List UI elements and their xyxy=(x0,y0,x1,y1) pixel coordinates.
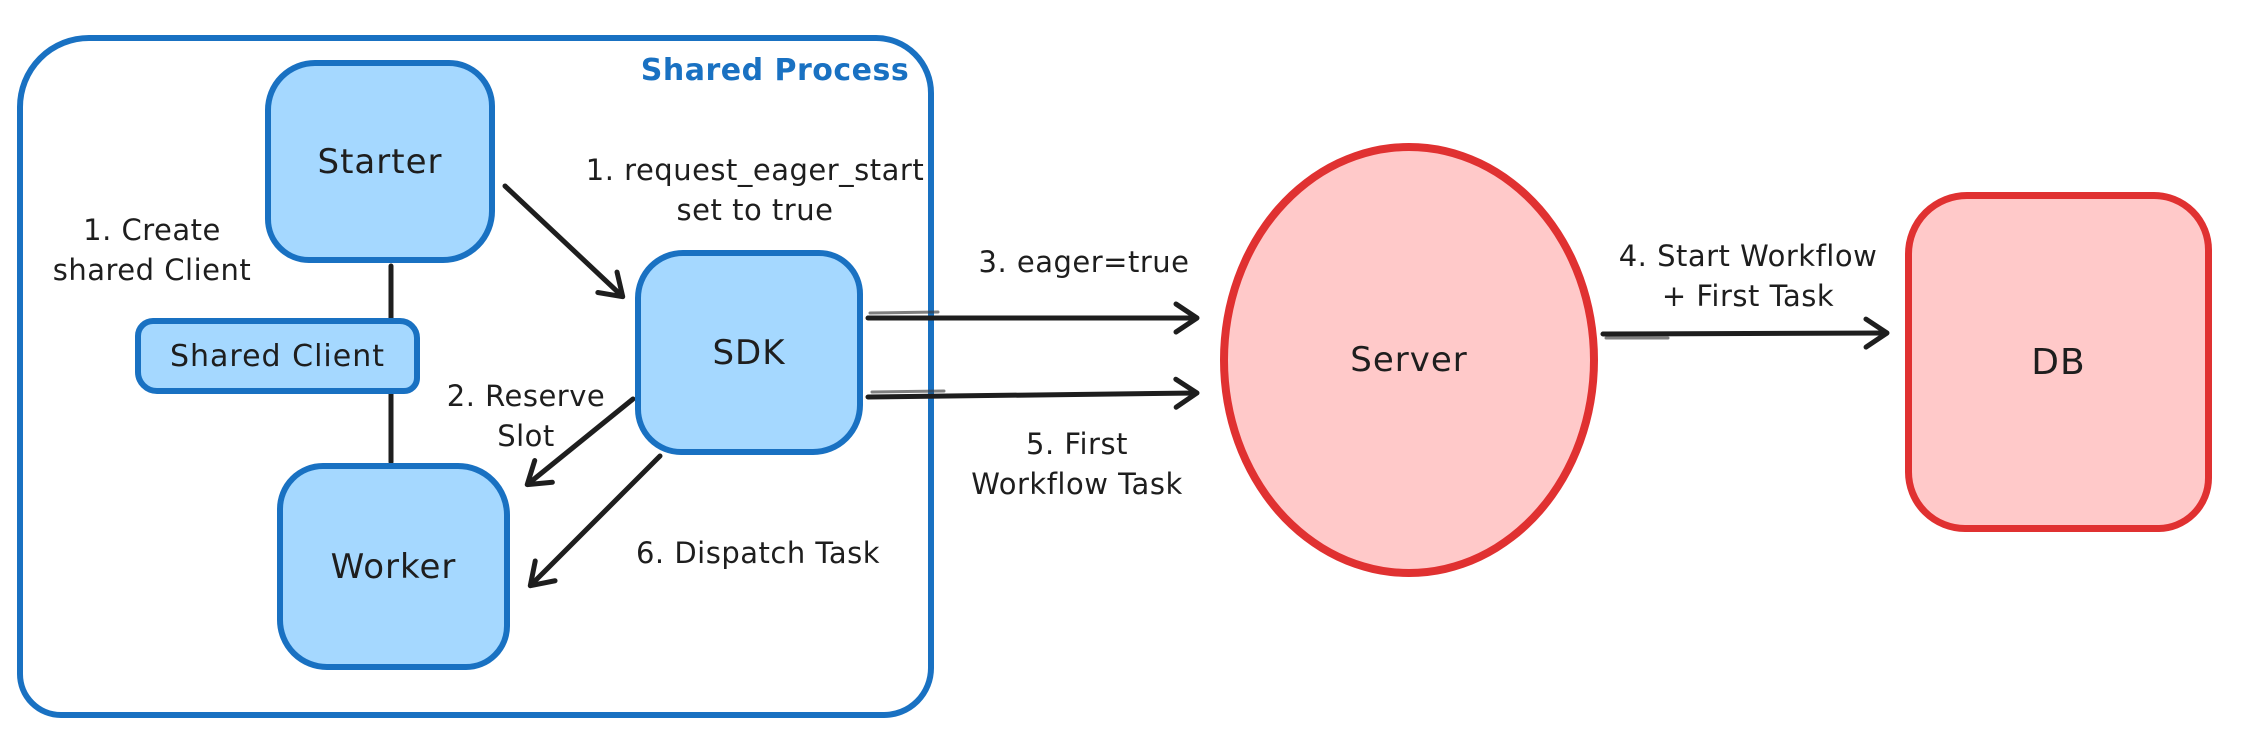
annotation-line: Workflow Task xyxy=(971,467,1183,501)
annotation-create-shared-client: 1. Create shared Client xyxy=(20,210,284,290)
node-starter-label: Starter xyxy=(317,141,443,182)
annotation-reserve-slot: 2. Reserve Slot xyxy=(418,376,634,456)
arrow-sdk-to-server-first-task xyxy=(865,376,1200,410)
annotation-line: 4. Start Workflow xyxy=(1618,239,1878,273)
arrow-sdk-to-worker-dispatch-task xyxy=(527,453,663,589)
shared-process-container xyxy=(17,35,934,718)
sketch-stroke xyxy=(870,389,946,394)
annotation-dispatch-task: 6. Dispatch Task xyxy=(598,533,918,573)
node-db: DB xyxy=(1905,192,2212,532)
annotation-line: 1. Create xyxy=(83,213,221,247)
node-server: Server xyxy=(1220,143,1598,577)
node-shared-client: Shared Client xyxy=(135,318,420,394)
node-db-label: DB xyxy=(2031,341,2086,383)
shared-process-label: Shared Process xyxy=(640,53,910,88)
annotation-request-eager-start: 1. request_eager_start set to true xyxy=(535,150,975,230)
annotation-line: 1. request_eager_start xyxy=(585,153,925,187)
arrow-server-to-db xyxy=(1600,316,1890,350)
annotation-line: Slot xyxy=(497,419,555,453)
annotation-line: 6. Dispatch Task xyxy=(635,536,881,570)
node-sdk: SDK xyxy=(635,250,863,455)
node-worker: Worker xyxy=(277,463,510,670)
node-starter: Starter xyxy=(265,60,495,263)
annotation-line: set to true xyxy=(676,193,834,227)
annotation-line: shared Client xyxy=(52,253,252,287)
annotation-eager-true: 3. eager=true xyxy=(949,242,1219,282)
annotation-line: 5. First xyxy=(1026,427,1128,461)
arrow-sdk-to-worker-reserve-slot xyxy=(524,396,636,488)
arrow-starter-to-sdk xyxy=(502,183,626,300)
annotation-line: + First Task xyxy=(1661,279,1835,313)
annotation-line: 3. eager=true xyxy=(978,245,1190,279)
annotation-line: 2. Reserve xyxy=(446,379,606,413)
sketch-stroke xyxy=(868,310,940,315)
annotation-first-workflow-task: 5. First Workflow Task xyxy=(930,424,1224,504)
annotation-start-workflow: 4. Start Workflow + First Task xyxy=(1588,236,1908,316)
node-sdk-label: SDK xyxy=(712,332,786,373)
node-worker-label: Worker xyxy=(330,546,457,587)
node-shared-client-label: Shared Client xyxy=(169,338,385,374)
node-server-label: Server xyxy=(1350,340,1468,380)
